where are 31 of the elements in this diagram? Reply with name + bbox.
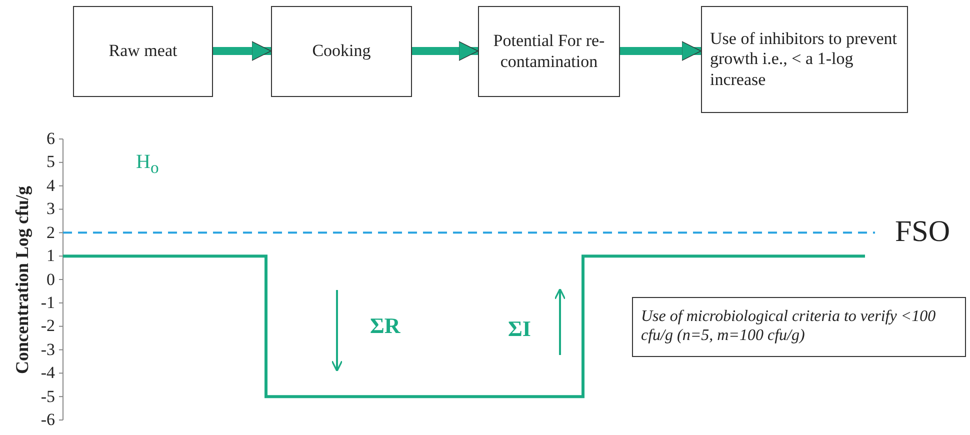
block-arrow bbox=[412, 41, 478, 61]
annotation-label: H$_{o}$ bbox=[136, 152, 159, 177]
tick-label: 0 bbox=[46, 270, 55, 288]
tick-label: -4 bbox=[40, 364, 55, 382]
block-arrow bbox=[620, 41, 702, 61]
tick-label: -1 bbox=[40, 294, 55, 311]
box-text: Cooking bbox=[312, 41, 371, 62]
tick-label: 6 bbox=[46, 130, 55, 147]
annotation-label: ΣI bbox=[508, 318, 531, 340]
process-box bbox=[73, 6, 213, 97]
note-box bbox=[632, 297, 966, 357]
box-text: Use of microbiological criteria to verify <100 cfu/g (n=5, m=100 cfu/g) bbox=[641, 308, 937, 346]
tick-label: 3 bbox=[46, 200, 55, 218]
box-text: Raw meat bbox=[108, 41, 178, 62]
tick-label: -3 bbox=[40, 340, 55, 358]
tick-label: 4 bbox=[46, 176, 55, 194]
process-box bbox=[271, 6, 412, 97]
tick-label: 2 bbox=[46, 224, 55, 241]
tick-label: -5 bbox=[40, 388, 55, 405]
tick-label: -2 bbox=[40, 317, 55, 334]
axis-title: Concentration Log cfu/g bbox=[13, 186, 31, 374]
tick-label: 5 bbox=[46, 153, 55, 170]
process-box bbox=[478, 6, 620, 97]
tick-label: 1 bbox=[46, 247, 55, 264]
tick-label: -6 bbox=[40, 411, 55, 428]
annotation-label: FSO bbox=[895, 216, 950, 247]
annotation-label: ΣR bbox=[370, 315, 400, 337]
process-box bbox=[701, 6, 908, 113]
block-arrow bbox=[213, 41, 272, 61]
box-text: Use of inhibitors to prevent growth i.e., < a 1-log increase bbox=[710, 29, 898, 90]
box-text: Potential For re-contamination bbox=[492, 31, 606, 72]
